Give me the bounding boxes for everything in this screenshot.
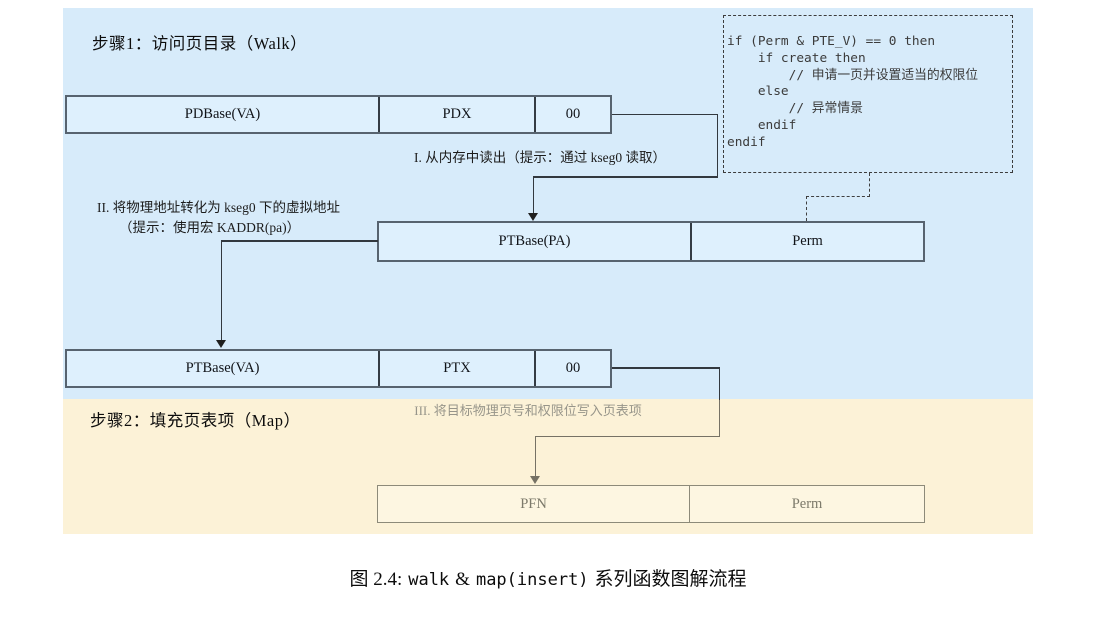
label-step-ii-line2: （提示：使用宏 KADDR(pa)） [119, 220, 301, 235]
label-step-ii: II. 将物理地址转化为 kseg0 下的虚拟地址 （提示：使用宏 KADDR(… [97, 196, 340, 236]
connector-i-seg [716, 113, 719, 178]
code-line: else [727, 84, 789, 100]
step2-title: 步骤2：填充页表项（Map） [90, 411, 301, 430]
pdbase-va-cell: PDBase(VA) [184, 106, 261, 122]
pfn-cell: PFN [520, 495, 547, 512]
connector-i-seg [532, 176, 535, 214]
connector-iii-seg [718, 367, 721, 400]
caption-walk: walk [408, 570, 450, 590]
label-step-ii-line1: II. 将物理地址转化为 kseg0 下的虚拟地址 [97, 200, 340, 215]
code-line: endif [727, 134, 766, 150]
code-line: if (Perm & PTE_V) == 0 then [727, 34, 936, 49]
code-line: endif [727, 117, 797, 133]
code-line: // 申请一页并设置适当的权限位 [727, 67, 979, 83]
pde-offset-cell: 00 [534, 97, 610, 132]
connector-i-seg [532, 176, 718, 178]
code-line: // 异常情景 [727, 101, 863, 117]
connector-iii-seg [534, 435, 537, 477]
dotted-connector-seg [869, 173, 870, 197]
ptx-cell: PTX [378, 351, 534, 386]
caption-suffix: 系列函数图解流程 [594, 569, 747, 590]
entry-perm-cell: Perm [689, 486, 924, 522]
figure-caption: 图 2.4:walk&map(insert)系列函数图解流程 [63, 564, 1033, 591]
connector-iii-seg [612, 367, 720, 369]
caption-conj: & [455, 569, 470, 590]
label-step-iii: III. 将目标物理页号和权限位写入页表项 [414, 403, 642, 418]
pte-va-bar: PTBase(VA) PTX 00 [65, 349, 612, 388]
connector-i-seg [612, 113, 718, 116]
pte-entry-bar: PFN Perm [377, 485, 925, 523]
perm-cell: Perm [690, 223, 923, 260]
arrow-into-ptbase-va-icon [216, 340, 226, 348]
ptbase-pa-cell: PTBase(PA) [498, 233, 571, 249]
dotted-connector-seg [806, 196, 870, 197]
dotted-connector-seg [806, 196, 807, 221]
pte-offset-cell: 00 [534, 351, 610, 386]
label-step-i: I. 从内存中读出（提示：通过 kseg0 读取） [414, 150, 666, 165]
connector-ii-seg [220, 240, 223, 341]
step1-title: 步骤1：访问页目录（Walk） [92, 34, 308, 53]
arrow-into-ptbase-pa-icon [528, 213, 538, 221]
arrow-into-pfn-icon [530, 476, 540, 484]
connector-iii-seg [718, 400, 721, 437]
connector-ii-seg [220, 240, 378, 242]
pde-va-bar: PDBase(VA) PDX 00 [65, 95, 612, 134]
caption-map-insert: map(insert) [475, 570, 589, 590]
connector-iii-seg [534, 435, 720, 438]
code-line: if create then [727, 50, 866, 66]
walk-step-region [63, 8, 1033, 399]
caption-prefix: 图 2.4: [349, 569, 403, 590]
pte-pa-bar: PTBase(PA) Perm [377, 221, 925, 262]
ptbase-va-cell: PTBase(VA) [185, 360, 260, 376]
pseudocode-box: if (Perm & PTE_V) == 0 then if create th… [723, 15, 1013, 173]
pdx-cell: PDX [378, 97, 534, 132]
